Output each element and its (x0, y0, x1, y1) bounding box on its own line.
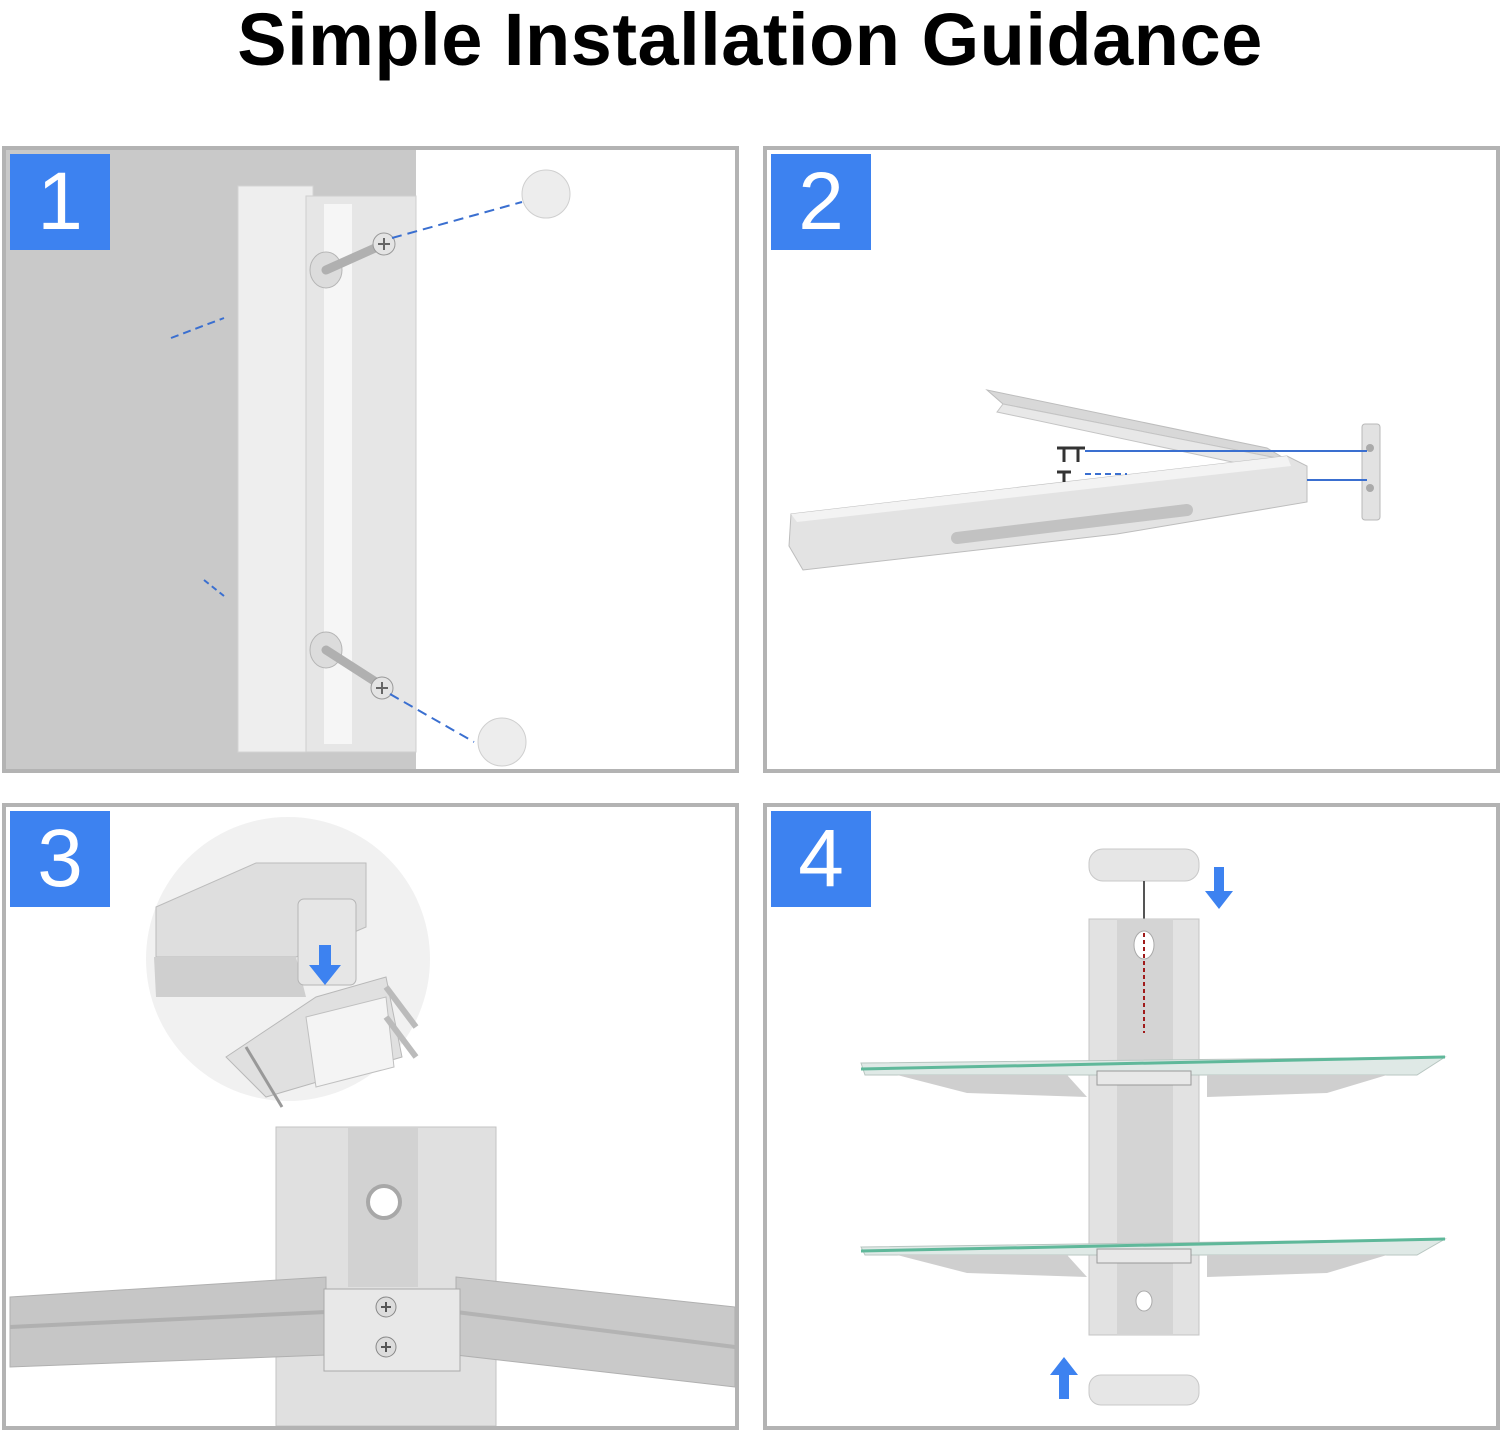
step-number-badge: 4 (771, 811, 871, 907)
wall-mount-illustration (6, 150, 735, 769)
step-4-panel: 4 (763, 803, 1500, 1430)
bracket-assembly-illustration (788, 389, 1381, 571)
clip-insert-illustration (9, 817, 735, 1426)
step-1-panel: 1 (2, 146, 739, 773)
step-number-badge: 2 (771, 154, 871, 250)
page-title: Simple Installation Guidance (237, 0, 1263, 81)
step-number-badge: 3 (10, 811, 110, 907)
step-2-panel: 2 (763, 146, 1500, 773)
step-3-panel: 3 (2, 803, 739, 1430)
glass-shelf-illustration (860, 848, 1447, 1406)
step-number-badge: 1 (10, 154, 110, 250)
